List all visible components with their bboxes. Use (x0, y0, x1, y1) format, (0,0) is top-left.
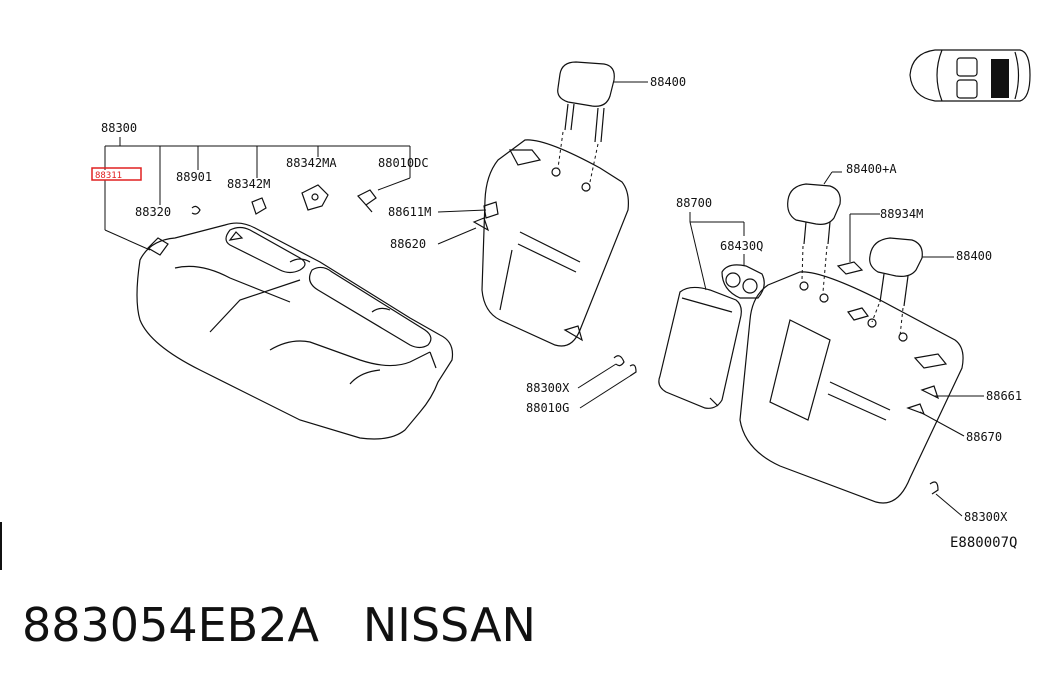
footer-gap (319, 598, 363, 652)
cupholder-illustration (721, 264, 765, 299)
label-88400A: 88400+A (846, 162, 897, 176)
label-88934M: 88934M (880, 207, 923, 221)
label-88400-right: 88400 (956, 249, 992, 263)
label-88311: 88311 (95, 171, 122, 181)
seatback-right-illustration (739, 271, 964, 504)
label-88342M: 88342M (227, 177, 270, 191)
label-88010G: 88010G (526, 401, 569, 415)
armrest-illustration (658, 286, 742, 409)
hardware-parts (191, 184, 377, 215)
label-88901: 88901 (176, 170, 212, 184)
diagram-code: E880007Q (950, 535, 1017, 551)
label-88010DC: 88010DC (378, 156, 429, 170)
footer-brand: NISSAN (362, 598, 536, 652)
headrest-top (557, 61, 615, 183)
highlight-box-88311 (91, 167, 142, 181)
headrest-right (869, 237, 923, 337)
label-88300: 88300 (101, 121, 137, 135)
label-88670: 88670 (966, 430, 1002, 444)
rear-seat-marker (991, 59, 1009, 98)
label-88661: 88661 (986, 389, 1022, 403)
vehicle-position-icon (909, 49, 1031, 102)
label-88620: 88620 (390, 237, 426, 251)
label-68430Q: 68430Q (720, 239, 763, 253)
pins-center (577, 355, 637, 409)
seatback-illustration (481, 139, 629, 347)
footer-caption: 883054EB2A NISSAN (22, 598, 536, 652)
leader-88300 (104, 137, 411, 251)
label-88611M: 88611M (388, 205, 431, 219)
label-88400-top: 88400 (650, 75, 686, 89)
label-88700: 88700 (676, 196, 712, 210)
footer-part-number: 883054EB2A (22, 598, 319, 652)
seat-cushion-illustration (136, 222, 454, 440)
label-88300X-a: 88300X (526, 381, 570, 395)
label-88300X-b: 88300X (964, 510, 1008, 524)
trim-88934m-shape (836, 261, 864, 275)
left-edge-mark (0, 522, 2, 570)
label-88342MA: 88342MA (286, 156, 337, 170)
label-88320: 88320 (135, 205, 171, 219)
headrest-a (787, 183, 841, 293)
